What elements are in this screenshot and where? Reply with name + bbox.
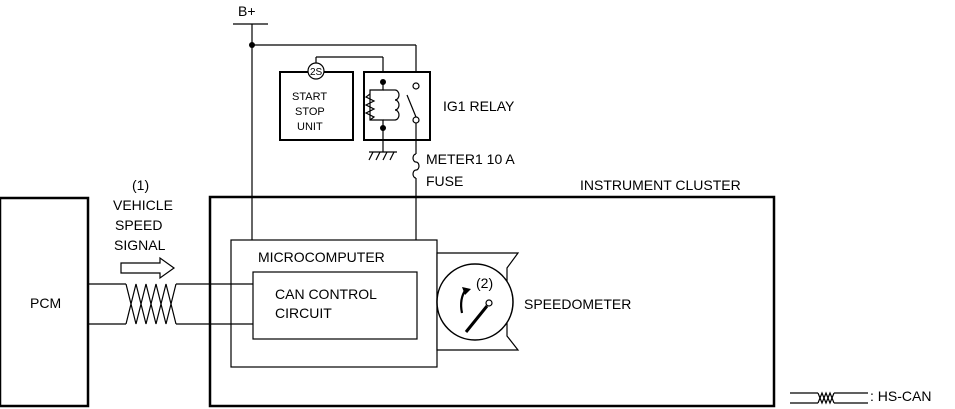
ig1-relay-box	[363, 71, 431, 141]
fuse-icon	[412, 153, 420, 179]
start-stop-label-3: UNIT	[297, 121, 323, 133]
ground-hatch-1	[368, 151, 374, 161]
ig1-relay-label: IG1 RELAY	[443, 98, 515, 114]
can-control-circuit-box	[252, 271, 418, 340]
meter-fuse-label-1: METER1 10 A	[426, 151, 515, 167]
resistor-icon	[364, 93, 376, 121]
vss-label-1: VEHICLE	[113, 197, 173, 213]
microcomputer-label: MICROCOMPUTER	[258, 249, 385, 265]
ground-hatch-3	[382, 151, 388, 161]
rotation-arrowhead-icon	[462, 287, 471, 295]
relay-coil-icon	[394, 89, 400, 121]
twisted-pair-strand-b	[125, 283, 177, 325]
meter-fuse-label-2: FUSE	[426, 173, 463, 189]
relay-switch-arm	[406, 94, 417, 118]
start-stop-label-2: STOP	[295, 106, 325, 118]
legend-twist-b	[817, 391, 835, 405]
two-s-label: 2S	[310, 67, 323, 78]
relay-contact-top	[412, 82, 420, 90]
b-plus-label: B+	[238, 3, 256, 19]
start-stop-label-1: START	[292, 91, 327, 103]
instrument-cluster-label: INSTRUMENT CLUSTER	[580, 177, 741, 193]
speedometer-needle-pivot	[485, 299, 493, 307]
pcm-box	[0, 196, 90, 408]
callout-1-label: (1)	[132, 177, 149, 193]
can-control-label-1: CAN CONTROL	[275, 286, 377, 302]
relay-contact-bottom	[412, 116, 420, 124]
vss-label-2: SPEED	[115, 217, 162, 233]
start-stop-unit-box	[279, 71, 354, 141]
speedometer-needle-icon	[464, 305, 489, 333]
signal-arrow-icon	[120, 256, 176, 280]
legend-twist-a	[817, 391, 835, 405]
can-control-label-2: CIRCUIT	[275, 305, 332, 321]
pcm-label: PCM	[30, 295, 61, 311]
ground-hatch-4	[389, 151, 395, 161]
ground-hatch-2	[375, 151, 381, 161]
callout-2-label: (2)	[476, 275, 493, 291]
vss-label-3: SIGNAL	[114, 237, 166, 253]
speedometer-dial	[436, 263, 514, 341]
speedometer-label: SPEEDOMETER	[524, 296, 631, 312]
resistor-branch-wire	[369, 82, 384, 128]
legend-label: : HS-CAN	[870, 388, 931, 404]
